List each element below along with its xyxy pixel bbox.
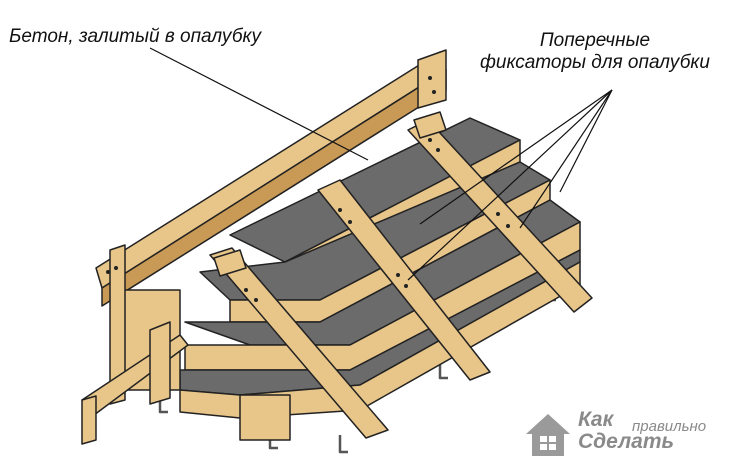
fixator-2 [317,179,491,381]
fixators-label-line1: Поперечные [539,30,651,51]
watermark-word3: Сделать [578,430,674,453]
concrete-label: Бетон, залитый в опалубку [9,26,261,47]
fixator-1 [407,111,593,313]
watermark-word2: правильно [632,418,707,435]
fixators-label-line2: фиксаторы для опалубки [480,52,710,73]
watermark-word1: Как [578,408,614,431]
house-logo-icon [526,414,570,456]
watermark: Как правильно Сделать [520,404,730,464]
fixator-3 [209,247,389,439]
fixators-label: Поперечные фиксаторы для опалубки [470,30,720,74]
callout-lines [149,47,613,281]
